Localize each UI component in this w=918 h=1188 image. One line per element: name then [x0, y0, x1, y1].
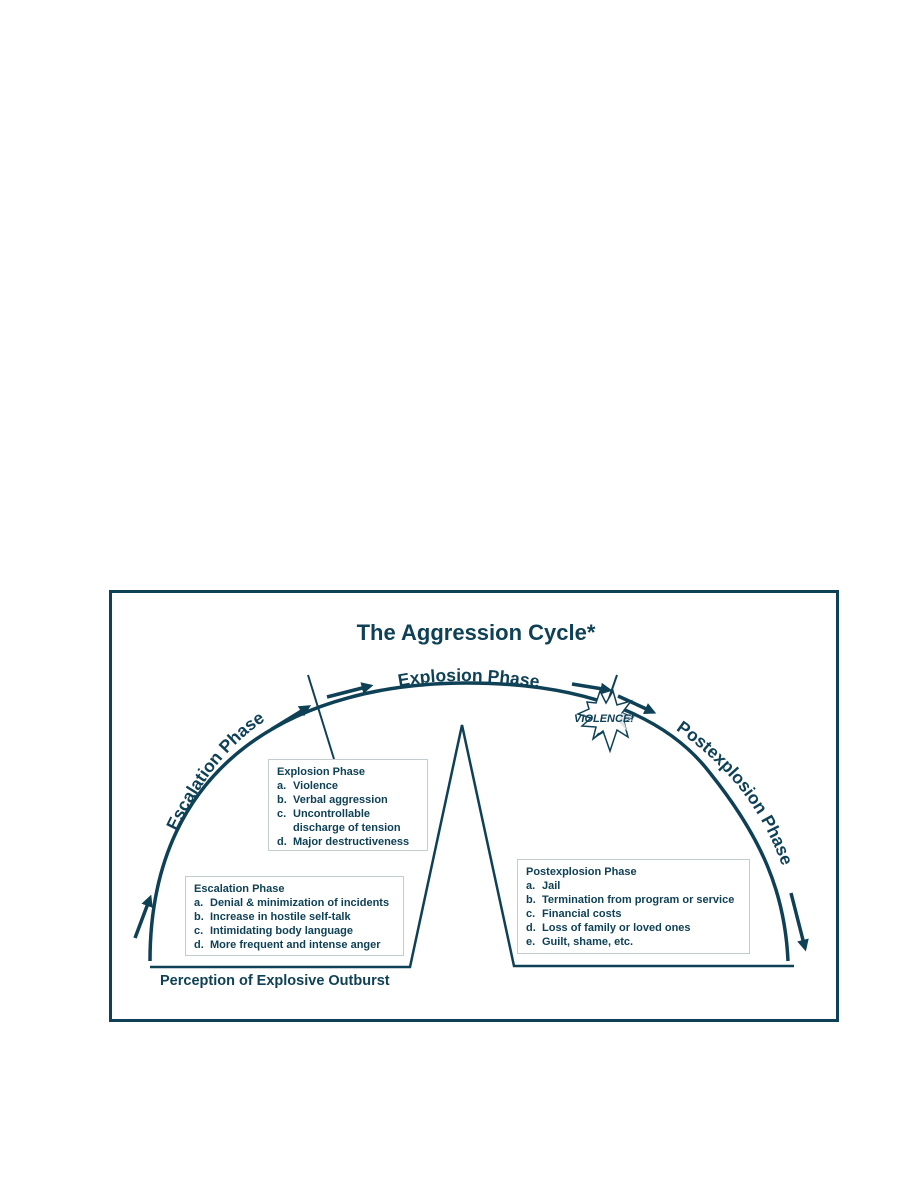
arrow-escalation-start: [133, 894, 153, 939]
baseline-caption: Perception of Explosive Outburst: [160, 973, 390, 989]
list-item: a. Violence: [277, 779, 419, 793]
item-text: Major destructiveness: [293, 836, 410, 848]
postexplosion-box-title: Postexplosion Phase: [526, 866, 637, 878]
list-item: c. Financial costs: [526, 907, 741, 921]
item-text: Loss of family or loved ones: [542, 922, 691, 934]
item-marker: d.: [526, 922, 536, 934]
list-item: d. Loss of family or loved ones: [526, 921, 741, 935]
arrow-explosion-end: [571, 682, 613, 695]
arrow-escalation-end: [271, 705, 312, 731]
arrow-post-end: [789, 892, 809, 952]
violence-starburst: [575, 689, 635, 754]
item-text: Denial & minimization of incidents: [210, 897, 390, 909]
item-text: Violence: [293, 780, 339, 792]
escalation-phase-box: Escalation Phase a. Denial & minimizatio…: [185, 876, 404, 956]
postexplosion-phase-box: Postexplosion Phase a. Jail b. Terminati…: [517, 859, 750, 954]
item-marker: b.: [277, 794, 287, 806]
list-item: b. Termination from program or service: [526, 893, 741, 907]
explosion-phase-box: Explosion Phase a. Violence b. Verbal ag…: [268, 759, 428, 851]
item-text: Verbal aggression: [293, 794, 388, 806]
phase-divider-1: [307, 674, 335, 760]
list-item: d. More frequent and intense anger: [194, 938, 395, 952]
item-marker: c.: [277, 808, 287, 820]
diagram-frame: VIOLENCE! The Aggression Cycle* Escalati…: [109, 590, 839, 1022]
aggression-cycle-diagram: VIOLENCE! The Aggression Cycle* Escalati…: [133, 620, 809, 969]
arrow-post-start: [617, 694, 657, 714]
list-item: a. Denial & minimization of incidents: [194, 896, 395, 910]
list-item: a. Jail: [526, 879, 741, 893]
escalation-arc-label: Escalation Phase: [162, 707, 268, 833]
arrow-explosion-start: [326, 682, 374, 699]
item-text: Increase in hostile self-talk: [210, 911, 351, 923]
postexplosion-arc-label: Postexplosion Phase: [673, 717, 797, 868]
violence-label: VIOLENCE!: [574, 713, 634, 725]
item-text: Termination from program or service: [542, 894, 735, 906]
item-marker: a.: [526, 880, 536, 892]
list-item: c. Intimidating body language: [194, 924, 395, 938]
item-text: Uncontrollable discharge of tension: [293, 808, 401, 834]
item-text: Guilt, shame, etc.: [542, 936, 634, 948]
item-marker: b.: [194, 911, 204, 923]
escalation-box-title: Escalation Phase: [194, 883, 285, 895]
diagram-title: The Aggression Cycle*: [357, 620, 596, 645]
baseline-peak: [150, 724, 794, 969]
item-text: Intimidating body language: [210, 925, 353, 937]
list-item: b. Increase in hostile self-talk: [194, 910, 395, 924]
list-item: d. Major destructiveness: [277, 835, 419, 849]
explosion-arc-label: Explosion Phase: [396, 665, 541, 692]
item-marker: d.: [277, 836, 287, 848]
item-text: More frequent and intense anger: [210, 939, 381, 951]
item-marker: c.: [194, 925, 204, 937]
item-text: Financial costs: [542, 908, 622, 920]
item-marker: c.: [526, 908, 536, 920]
item-marker: e.: [526, 936, 536, 948]
item-marker: b.: [526, 894, 536, 906]
cycle-arc: [148, 681, 790, 962]
list-item: b. Verbal aggression: [277, 793, 419, 807]
item-marker: a.: [277, 780, 287, 792]
list-item: c. Uncontrollable discharge of tension: [277, 807, 419, 835]
list-item: e. Guilt, shame, etc.: [526, 935, 741, 949]
explosion-box-title: Explosion Phase: [277, 766, 366, 778]
item-text: Jail: [542, 880, 561, 892]
item-marker: a.: [194, 897, 204, 909]
item-marker: d.: [194, 939, 204, 951]
